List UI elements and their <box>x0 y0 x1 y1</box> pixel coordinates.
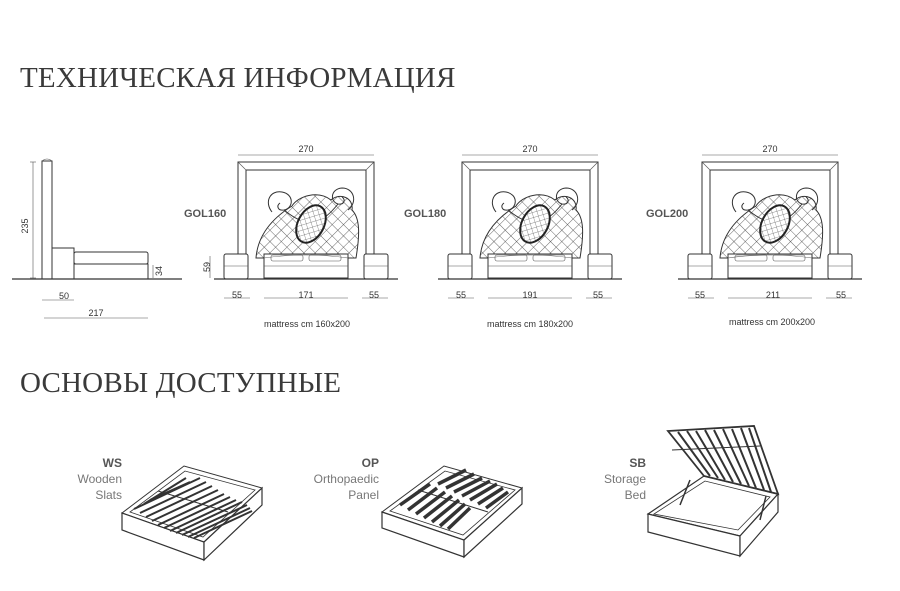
base-ws-line1: Wooden <box>78 472 122 486</box>
tech-info-heading: ТЕХНИЧЕСКАЯ ИНФОРМАЦИЯ <box>20 62 456 94</box>
gol200-right-dim: 55 <box>836 290 846 300</box>
base-sb-line2: Bed <box>625 488 646 502</box>
gol160-right-dim: 55 <box>369 290 379 300</box>
gol160-left-dim: 55 <box>232 290 242 300</box>
base-ws-line2: Slats <box>95 488 122 502</box>
gol200-total-width: 270 <box>762 144 777 154</box>
base-sb-code: SB <box>629 456 646 470</box>
base-sb-line1: Storage <box>604 472 646 486</box>
gol160-center-dim: 171 <box>298 290 313 300</box>
gol180-total-width: 270 <box>522 144 537 154</box>
model-gol180-drawing <box>437 154 623 299</box>
gol180-mattress: mattress cm 180x200 <box>487 319 573 329</box>
gol180-center-dim: 191 <box>522 290 537 300</box>
bases-heading: ОСНОВЫ ДОСТУПНЫЕ <box>20 367 342 399</box>
side-base-height-dim: 34 <box>154 266 164 276</box>
gol180-right-dim: 55 <box>593 290 603 300</box>
gol160-nightstand-height: 59 <box>202 262 212 272</box>
gol200-mattress: mattress cm 200x200 <box>729 317 815 327</box>
storage-bed-base-icon <box>646 425 780 558</box>
gol200-center-dim: 211 <box>766 290 780 300</box>
base-op-code: OP <box>362 456 379 470</box>
gol160-total-width: 270 <box>298 144 313 154</box>
gol200-left-dim: 55 <box>695 290 705 300</box>
gol160-mattress: mattress cm 160x200 <box>264 319 350 329</box>
side-view-drawing <box>12 158 182 319</box>
gol180-label: GOL180 <box>404 208 446 220</box>
model-gol160-drawing <box>209 154 399 299</box>
model-gol200-drawing <box>677 154 863 299</box>
orthopaedic-panel-base-icon <box>380 465 524 559</box>
base-op-line1: Orthopaedic <box>314 472 379 486</box>
side-total-length-dim: 217 <box>88 308 103 318</box>
base-op-line2: Panel <box>348 488 379 502</box>
gol160-label: GOL160 <box>184 208 226 220</box>
wooden-slats-base-icon <box>120 465 263 562</box>
side-height-dim: 235 <box>20 218 30 233</box>
base-ws-code: WS <box>103 456 122 470</box>
side-headboard-depth-dim: 50 <box>59 291 69 301</box>
gol180-left-dim: 55 <box>456 290 466 300</box>
gol200-label: GOL200 <box>646 208 688 220</box>
